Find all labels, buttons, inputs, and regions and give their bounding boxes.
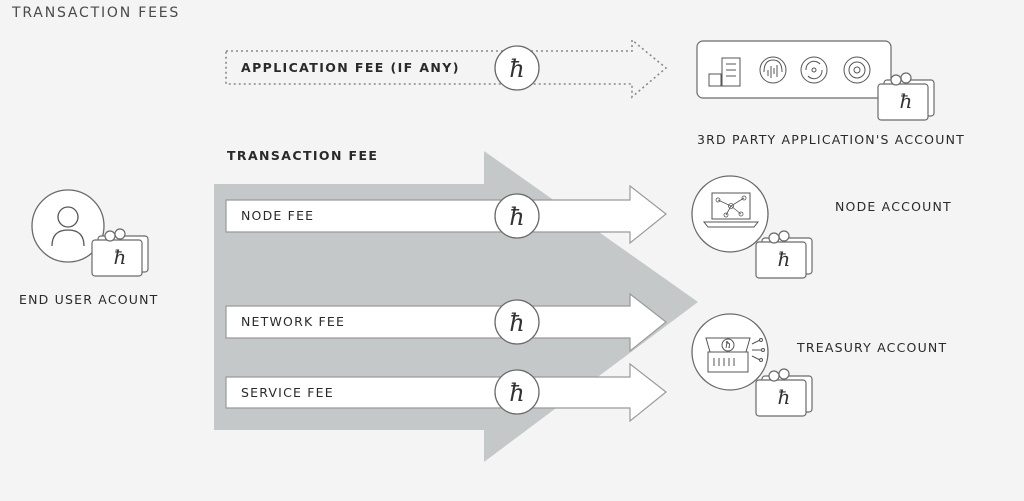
service-fee-label: SERVICE FEE [241, 385, 334, 400]
hbar-coin-icon: ħ [494, 299, 540, 345]
hbar-coin-icon: ħ [494, 369, 540, 415]
service-fee-arrow [225, 362, 667, 423]
target-icon [843, 56, 871, 84]
svg-text:ħ: ħ [509, 309, 524, 337]
page-title: TRANSACTION FEES [12, 5, 181, 21]
laptop-network-icon [691, 175, 769, 253]
svg-text:ħ: ħ [778, 247, 791, 271]
refresh-icon [800, 56, 828, 84]
svg-text:ħ: ħ [509, 379, 524, 407]
node-account-label: NODE ACCOUNT [835, 199, 952, 214]
network-fee-arrow [225, 292, 667, 353]
wallet-icon: ħ [755, 230, 813, 279]
transaction-fee-label: TRANSACTION FEE [227, 148, 379, 163]
wallet-icon: ħ [91, 228, 149, 277]
treasure-chest-icon: ħ [691, 313, 769, 391]
node-fee-label: NODE FEE [241, 208, 315, 223]
svg-text:ħ: ħ [725, 341, 731, 351]
svg-text:ħ: ħ [900, 89, 913, 113]
hbar-coin-icon: ħ [494, 193, 540, 239]
user-icon [31, 189, 105, 263]
building-icon [708, 57, 741, 87]
hbar-coin-icon: ħ [494, 45, 540, 91]
svg-text:ħ: ħ [509, 55, 524, 83]
third-party-account-label: 3RD PARTY APPLICATION'S ACCOUNT [697, 132, 965, 147]
application-fee-label: APPLICATION FEE (IF ANY) [241, 60, 460, 75]
wallet-icon: ħ [755, 368, 813, 417]
network-fee-label: NETWORK FEE [241, 314, 346, 329]
third-party-apps-panel [696, 40, 892, 99]
svg-text:ħ: ħ [778, 385, 791, 409]
end-user-account-label: END USER ACOUNT [19, 292, 159, 307]
treasury-account-label: TREASURY ACCOUNT [797, 340, 948, 355]
node-fee-arrow [225, 184, 667, 245]
svg-text:ħ: ħ [509, 203, 524, 231]
svg-text:ħ: ħ [114, 245, 127, 269]
headphones-icon [759, 56, 787, 84]
wallet-icon: ħ [877, 72, 935, 121]
